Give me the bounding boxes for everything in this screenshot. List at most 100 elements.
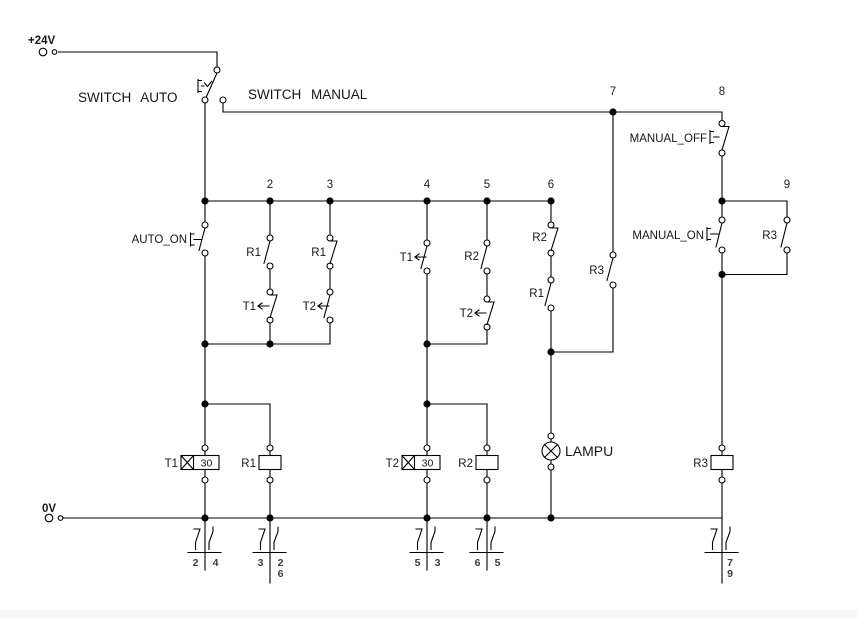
r3-contact-rung7[interactable]: R3: [589, 251, 617, 289]
coil-body: [475, 454, 499, 471]
ref-number: 7: [727, 557, 733, 569]
contact-blade: [606, 257, 614, 282]
rung-number-9: 9: [784, 179, 790, 191]
t1-timer-coil[interactable]: 30 T1: [165, 444, 220, 484]
r2-nc-contact-rung6[interactable]: R2: [532, 221, 559, 257]
t1-timed-no-contact-rung4[interactable]: T1: [400, 239, 431, 275]
timer-x-icon: [180, 454, 195, 471]
supply-plus-label: +24V: [28, 35, 56, 47]
wire: [57, 51, 218, 68]
terminal: [266, 444, 274, 452]
contact-label: T1: [243, 301, 256, 313]
contact-blade: [544, 282, 552, 307]
rung-number-3: 3: [327, 179, 333, 191]
terminal: [326, 316, 334, 324]
supply-terminal-icon: [38, 47, 48, 57]
contact-label: R2: [464, 251, 479, 263]
ref-number: 9: [727, 568, 733, 580]
ground-terminal-pin-icon: [57, 515, 64, 521]
no-mini-contact-icon: [208, 526, 214, 551]
t2-timer-coil[interactable]: 30 T2: [386, 444, 441, 484]
supply-zero-label: 0V: [42, 503, 56, 515]
indicator-lamp[interactable]: LAMPU: [541, 432, 613, 471]
ground-rail-0v[interactable]: 0V: [42, 503, 723, 523]
terminal: [266, 288, 274, 296]
t1-timed-nc-contact-rung2[interactable]: T1: [243, 288, 278, 324]
terminal: [201, 96, 209, 104]
terminal: [718, 476, 726, 484]
terminal: [201, 249, 209, 257]
t2-timed-no-contact-rung3[interactable]: T2: [303, 288, 334, 324]
terminal: [547, 432, 555, 440]
ref-number: 2: [278, 557, 284, 569]
contact-label: MANUAL_OFF: [630, 133, 707, 145]
lamp-x-icon: [543, 443, 559, 459]
contact-blade: [205, 72, 218, 98]
terminal: [547, 463, 555, 471]
ref-number: 3: [258, 557, 264, 569]
rung-number-8: 8: [719, 86, 725, 98]
r1-contact-rung6[interactable]: R1: [529, 276, 555, 312]
manual-off-contact[interactable]: MANUAL_OFF: [630, 119, 730, 157]
switch-auto-label: SWITCH AUTO: [78, 90, 178, 105]
r2-contact-rung5[interactable]: R2: [464, 239, 491, 275]
manual-on-contact[interactable]: MANUAL_ON: [632, 216, 726, 254]
contact-blade: [480, 245, 488, 270]
time-delay-arrow-icon: [317, 302, 330, 310]
manual-actuator-icon: [197, 78, 205, 94]
r1-contact-rung2[interactable]: R1: [246, 234, 274, 270]
r1-nc-contact-rung3[interactable]: R1: [311, 234, 338, 270]
manual-actuator-icon: [706, 226, 719, 242]
terminal: [423, 476, 431, 484]
terminal: [423, 239, 431, 247]
terminal: [423, 444, 431, 452]
positive-rail-24v[interactable]: +24V: [28, 35, 218, 68]
rung-number-7: 7: [610, 86, 616, 98]
terminal: [718, 246, 726, 254]
terminal: [326, 288, 334, 296]
coil-body: [258, 454, 282, 471]
contact-label: R1: [311, 247, 326, 259]
terminal: [219, 96, 227, 104]
terminal: [718, 119, 726, 128]
timer-preset-value: 30: [201, 458, 213, 470]
contact-blade: [269, 294, 278, 319]
supply-terminal-pin-icon: [51, 49, 58, 55]
ref-number: 6: [278, 568, 284, 580]
cross-ref-t1: 2 4: [187, 517, 222, 571]
ref-number: 5: [495, 557, 501, 569]
nc-mini-contact-icon: [193, 528, 201, 551]
terminal: [266, 234, 274, 242]
terminal: [718, 216, 726, 224]
cross-ref-t2: 5 3: [409, 517, 444, 571]
terminal: [201, 221, 209, 229]
terminal: [213, 66, 221, 74]
coil-label: R2: [458, 458, 473, 470]
terminal: [201, 444, 209, 452]
rung-number-6: 6: [548, 179, 554, 191]
contact-label: R2: [532, 232, 547, 244]
contact-label: T2: [303, 301, 316, 313]
r2-relay-coil[interactable]: R2: [458, 444, 499, 484]
nc-mini-contact-icon: [258, 528, 266, 551]
t2-timed-nc-contact-rung5[interactable]: T2: [460, 295, 495, 331]
terminal: [483, 267, 491, 275]
terminal: [783, 216, 791, 224]
ground-terminal-icon: [44, 513, 54, 523]
wires: [204, 102, 788, 519]
rung-number-5: 5: [484, 179, 490, 191]
coil-body: [710, 454, 734, 471]
no-mini-contact-icon: [490, 526, 496, 551]
timer-x-icon: [401, 454, 416, 471]
rung-number-4: 4: [424, 179, 431, 191]
cross-ref-r2: 6 5: [469, 517, 504, 571]
terminal: [266, 476, 274, 484]
r1-relay-coil[interactable]: R1: [241, 444, 282, 484]
r3-relay-coil[interactable]: R3: [693, 444, 734, 484]
selector-switch[interactable]: [197, 66, 227, 104]
r3-contact-rung9[interactable]: R3: [762, 216, 791, 254]
manual-actuator-icon: [189, 232, 202, 247]
auto-on-contact[interactable]: AUTO_ON: [132, 221, 209, 257]
